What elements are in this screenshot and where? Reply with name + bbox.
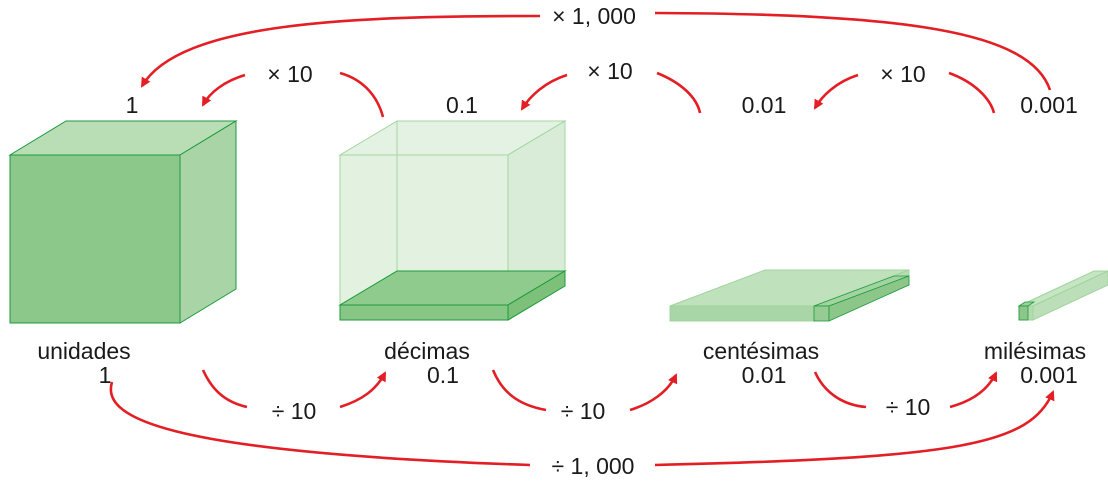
value-bottom-units: 1 [99, 362, 112, 388]
multiply-arrows [142, 11, 1052, 118]
place-name-units: unidades [37, 338, 130, 364]
thousandth-rod [1017, 270, 1108, 321]
hundredth-strip [813, 275, 910, 322]
value-top-hundredths: 0.01 [742, 92, 787, 118]
unit-cube-side [179, 120, 237, 324]
divide-step-arrow-2 [491, 370, 676, 412]
place-name-tenths: décimas [384, 338, 470, 364]
hundredth-flat [669, 269, 910, 322]
divide-step-label-1: ÷ 10 [272, 398, 317, 424]
value-top-thousandths: 0.001 [1020, 92, 1078, 118]
divide-total-label: ÷ 1, 000 [552, 453, 635, 479]
divide-step-label-3: ÷ 10 [886, 394, 931, 420]
multiply-total-label: × 1, 000 [552, 3, 636, 29]
divide-arrows [109, 370, 1053, 467]
multiply-step-label-3: × 10 [880, 61, 925, 87]
place-name-hundredths: centésimas [703, 338, 819, 364]
value-bottom-hundredths: 0.01 [742, 362, 787, 388]
multiply-step-label-1: × 10 [267, 61, 312, 87]
value-top-units: 1 [126, 92, 139, 118]
multiply-total-arrow [142, 11, 1052, 90]
tenth-cube [338, 120, 567, 321]
unit-cube [8, 120, 238, 324]
divide-step-arrow-1 [201, 370, 385, 409]
multiply-step-arrow-1 [203, 71, 385, 118]
multiply-step-arrow-2 [522, 71, 702, 113]
place-name-thousandths: milésimas [984, 338, 1086, 364]
divide-total-arrow [109, 381, 1053, 467]
divide-step-arrow-3 [813, 372, 996, 409]
multiply-step-arrow-3 [815, 71, 996, 113]
value-top-tenths: 0.1 [446, 92, 478, 118]
thousandth-cube [1017, 301, 1036, 321]
unit-cube-front [9, 154, 181, 324]
tenth-slab [338, 270, 567, 321]
value-bottom-thousandths: 0.001 [1020, 362, 1078, 388]
divide-step-label-2: ÷ 10 [561, 398, 606, 424]
value-bottom-tenths: 0.1 [427, 362, 459, 388]
multiply-step-label-2: × 10 [587, 58, 632, 84]
